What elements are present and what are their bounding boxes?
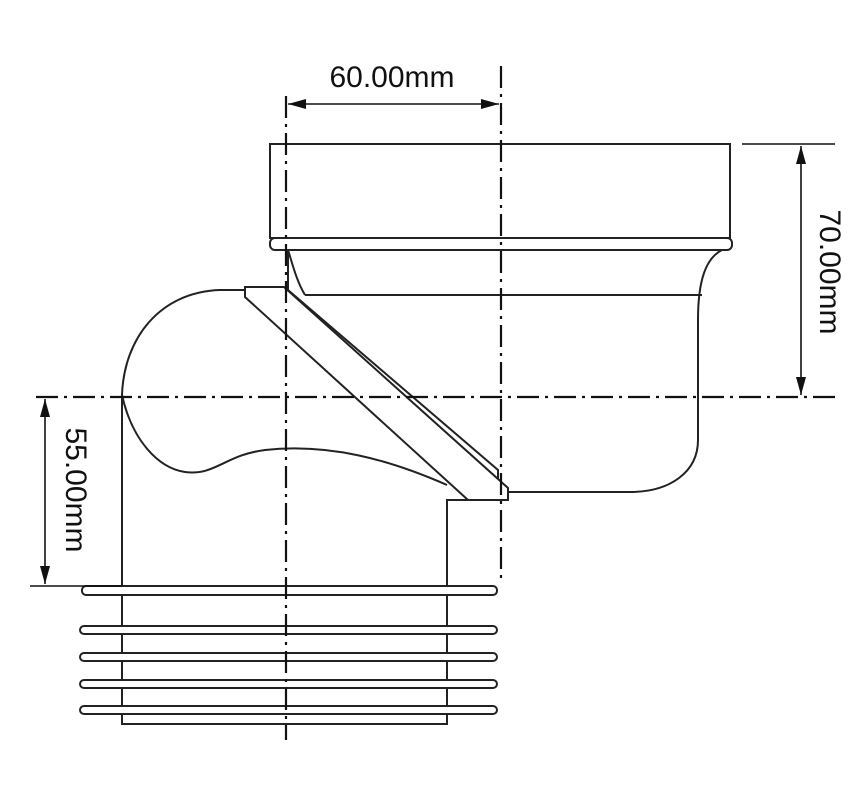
arrow-left-bottom bbox=[40, 566, 50, 584]
rib-2 bbox=[79, 625, 498, 635]
rib-3 bbox=[79, 652, 498, 662]
upper-body-neck-line bbox=[287, 249, 306, 296]
right-dimension-label: 70.00mm bbox=[813, 209, 846, 334]
arrow-top bbox=[796, 146, 806, 164]
upper-body bbox=[287, 249, 723, 493]
rib-1 bbox=[81, 585, 498, 596]
rib-4 bbox=[79, 679, 498, 689]
elbow-lower-curve bbox=[121, 394, 448, 486]
arrow-left-top bbox=[40, 399, 50, 417]
left-dimension-label: 55.00mm bbox=[59, 427, 92, 552]
arrow-right bbox=[481, 99, 499, 109]
arrow-bottom bbox=[796, 377, 806, 395]
horizontal-dimension-label: 60.00mm bbox=[329, 61, 454, 94]
arrow-left bbox=[288, 99, 306, 109]
rib-5 bbox=[79, 705, 498, 715]
diagonal-seal bbox=[244, 286, 509, 501]
